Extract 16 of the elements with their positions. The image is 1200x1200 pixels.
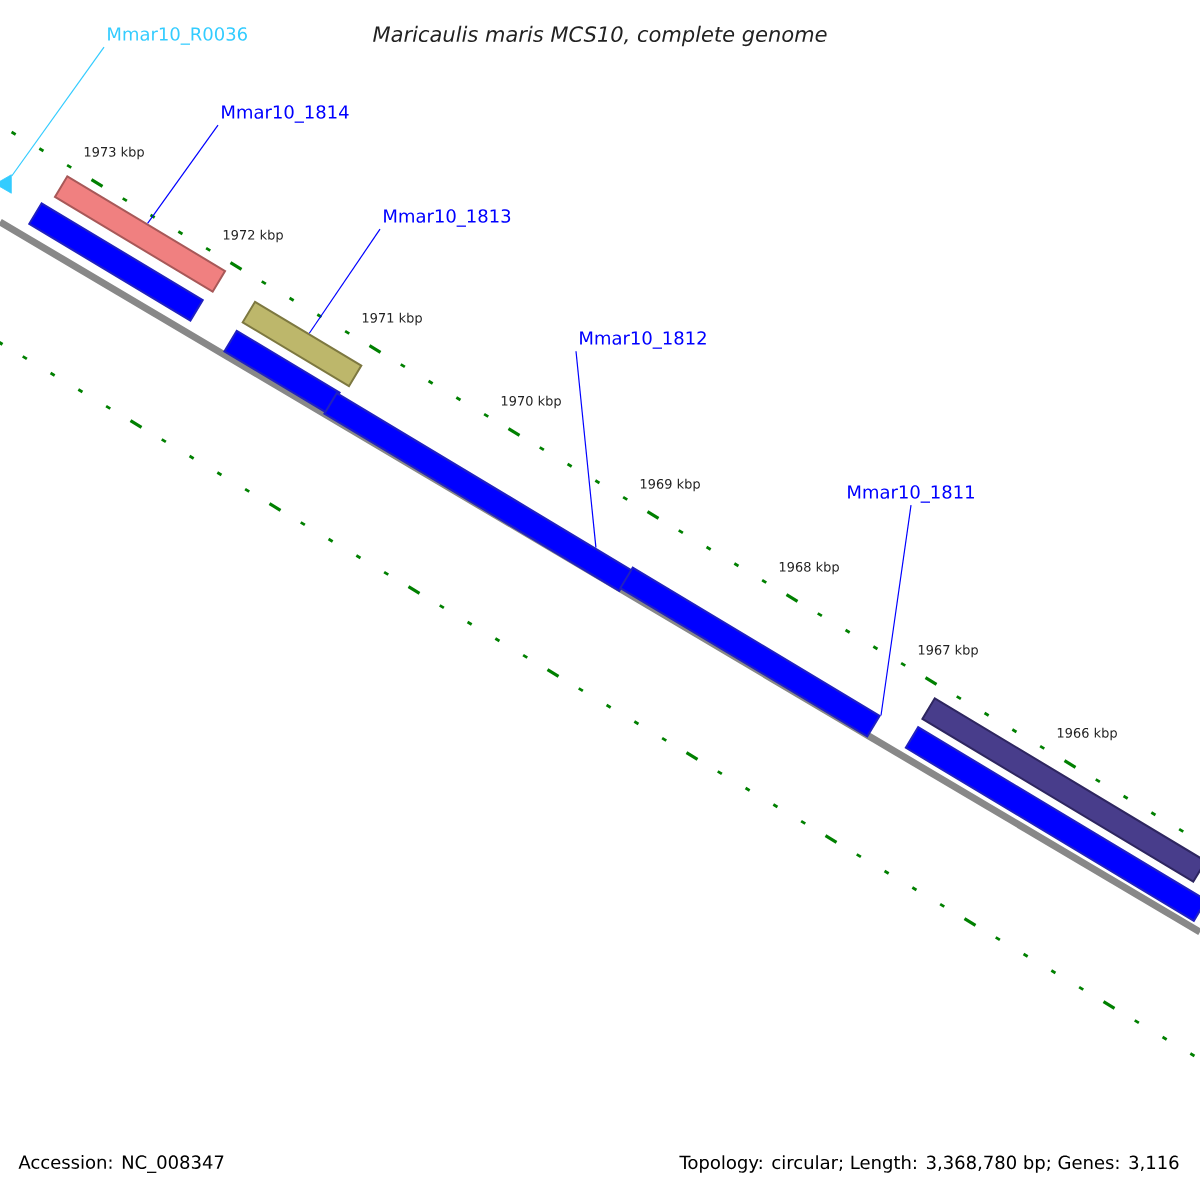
leader-line xyxy=(147,124,219,224)
leader-line xyxy=(308,228,381,334)
leader-line xyxy=(880,504,912,717)
feature-bar xyxy=(241,300,363,388)
gene-label: Mmar10_1812 xyxy=(580,331,706,349)
gene-label: Mmar10_1813 xyxy=(384,209,511,227)
title: Maricaulis maris MCS10, complete genome xyxy=(373,25,827,47)
footer-text: Accession: NC_008347 xyxy=(18,1155,224,1173)
footer-text: Topology: circular; Length: 3,368,780 bp; Genes: 3,116 xyxy=(679,1155,1179,1173)
gene-label: Mmar10_1814 xyxy=(222,105,349,123)
feature-marker xyxy=(0,174,12,194)
leader-line xyxy=(575,350,597,549)
leader-line xyxy=(11,46,105,177)
gene-label: Mmar10_1811 xyxy=(848,485,974,503)
gene-label: Mmar10_R0036 xyxy=(108,27,247,45)
feature-bar xyxy=(223,329,341,415)
